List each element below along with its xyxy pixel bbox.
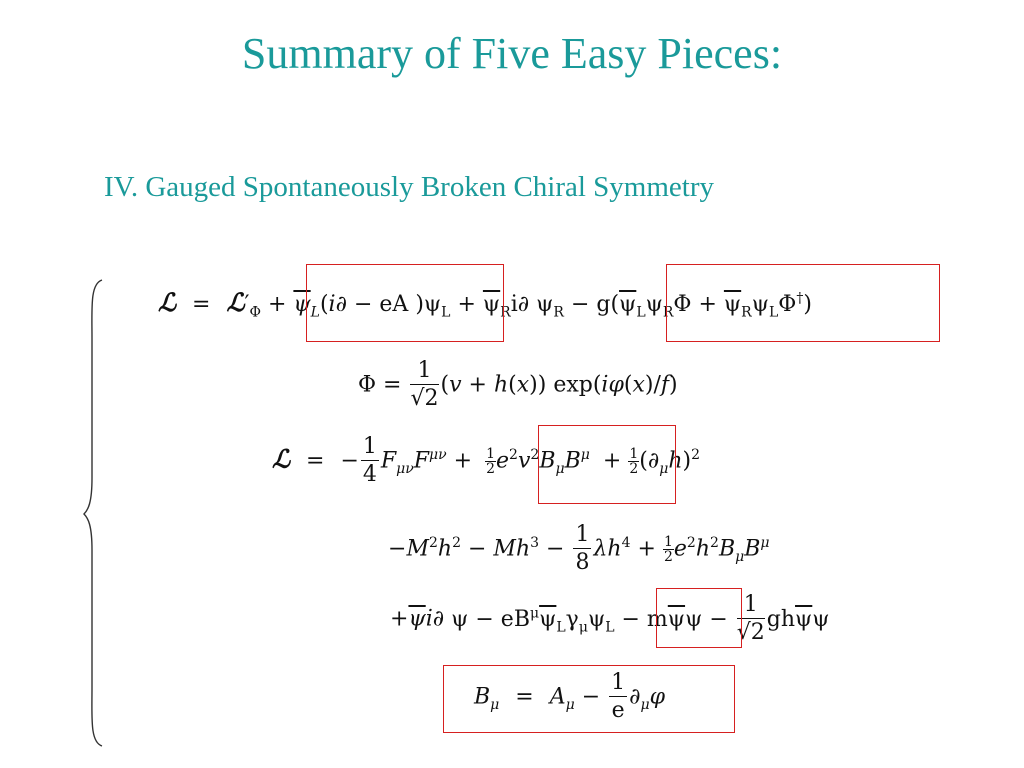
highlight-box-fermion-mass [656, 588, 742, 648]
phi-definition-equation: Φ = 1√2(v + h(x)) exp(iφ(x)/f) [358, 358, 678, 411]
highlight-box-mass-term [538, 425, 676, 504]
lagrangian-equation-1: ℒ=ℒ′Φ + ψL(i∂ − eA )ψL + ψRi∂ ψR − g(ψLψ… [158, 288, 812, 321]
slide-subtitle: IV. Gauged Spontaneously Broken Chiral S… [104, 171, 715, 203]
highlight-box-gauge-redefinition [443, 665, 735, 733]
left-curly-brace [83, 279, 103, 747]
slide-title: Summary of Five Easy Pieces: [241, 29, 783, 78]
highlight-box-left-kinetic [306, 264, 504, 342]
highlight-box-yukawa [666, 264, 940, 342]
